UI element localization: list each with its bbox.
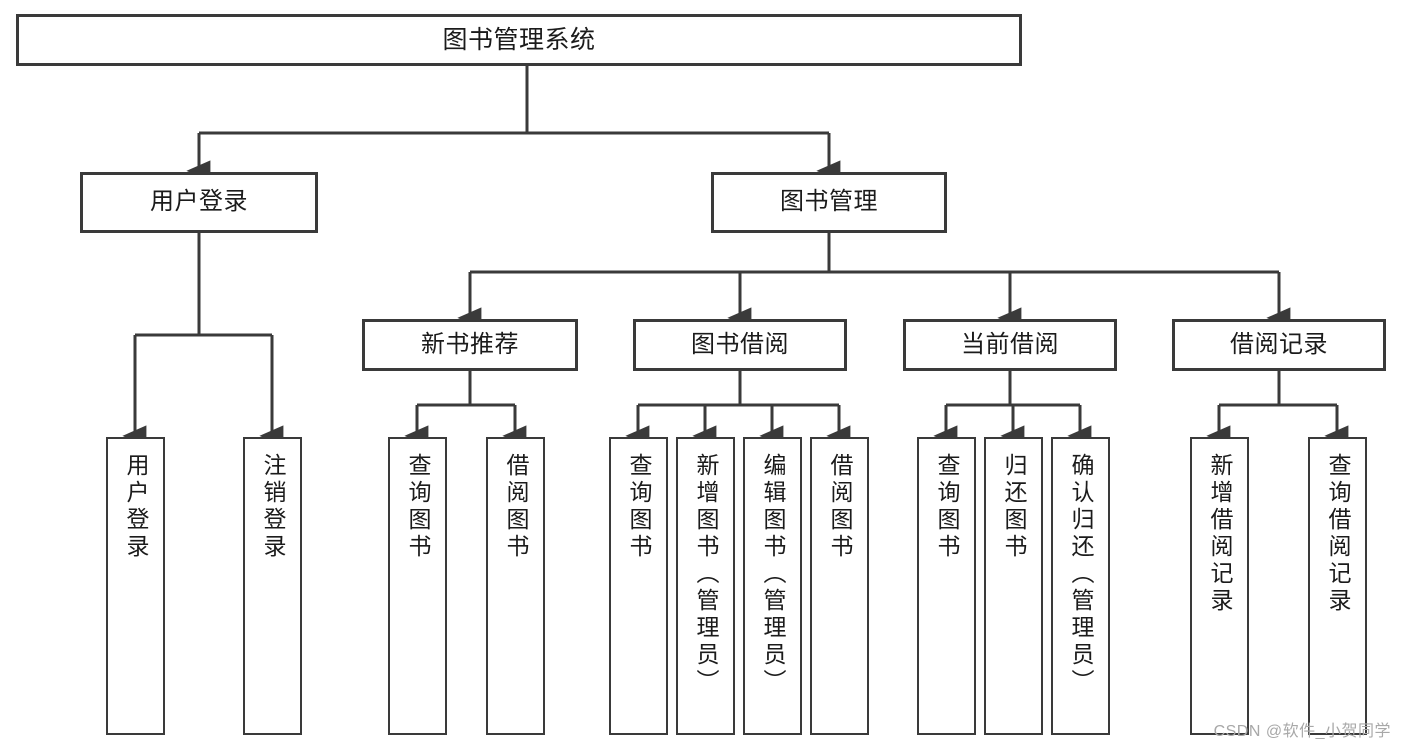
watermark-text: CSDN @软件_小贺同学 — [1213, 723, 1391, 740]
node-label: 用户登录 — [123, 453, 149, 561]
node-label: 新增图书（管理员） — [693, 453, 719, 696]
node-leaf-br-query[interactable]: 查询借阅记录 — [1308, 437, 1367, 735]
node-borrow-record[interactable]: 借阅记录 — [1172, 319, 1386, 371]
node-label: 编辑图书（管理员） — [760, 453, 786, 696]
node-leaf-user-logout[interactable]: 注销登录 — [243, 437, 302, 735]
node-label: 用户登录 — [150, 188, 248, 216]
node-label: 新书推荐 — [421, 330, 519, 358]
node-label: 注销登录 — [260, 453, 286, 561]
node-leaf-bb-edit[interactable]: 编辑图书（管理员） — [743, 437, 802, 735]
node-label: 查询图书 — [626, 453, 652, 561]
node-label: 图书管理系统 — [442, 26, 596, 54]
node-leaf-cb-return[interactable]: 归还图书 — [984, 437, 1043, 735]
node-label: 归还图书 — [1001, 453, 1027, 561]
node-label: 当前借阅 — [961, 330, 1059, 358]
node-label: 图书借阅 — [691, 330, 789, 358]
node-book-borrow[interactable]: 图书借阅 — [633, 319, 847, 371]
node-new-book-rec[interactable]: 新书推荐 — [362, 319, 578, 371]
node-leaf-cb-query[interactable]: 查询图书 — [917, 437, 976, 735]
node-label: 图书管理 — [780, 188, 878, 216]
node-label: 查询借阅记录 — [1325, 453, 1351, 615]
node-leaf-user-login[interactable]: 用户登录 — [106, 437, 165, 735]
node-root[interactable]: 图书管理系统 — [16, 14, 1022, 66]
node-label: 借阅记录 — [1230, 330, 1328, 358]
node-label: 确认归还（管理员） — [1068, 453, 1094, 696]
node-leaf-cb-confirm[interactable]: 确认归还（管理员） — [1051, 437, 1110, 735]
node-leaf-rec-query[interactable]: 查询图书 — [388, 437, 447, 735]
connector-edges — [122, 66, 1349, 447]
node-current-borrow[interactable]: 当前借阅 — [903, 319, 1117, 371]
node-leaf-rec-borrow[interactable]: 借阅图书 — [486, 437, 545, 735]
node-label: 借阅图书 — [827, 453, 853, 561]
node-label: 借阅图书 — [503, 453, 529, 561]
node-user-login[interactable]: 用户登录 — [80, 172, 318, 233]
node-book-manage[interactable]: 图书管理 — [711, 172, 947, 233]
node-label: 新增借阅记录 — [1207, 453, 1233, 615]
node-label: 查询图书 — [934, 453, 960, 561]
node-label: 查询图书 — [405, 453, 431, 561]
node-leaf-bb-add[interactable]: 新增图书（管理员） — [676, 437, 735, 735]
node-leaf-br-add[interactable]: 新增借阅记录 — [1190, 437, 1249, 735]
node-leaf-bb-query[interactable]: 查询图书 — [609, 437, 668, 735]
node-leaf-bb-borrow[interactable]: 借阅图书 — [810, 437, 869, 735]
